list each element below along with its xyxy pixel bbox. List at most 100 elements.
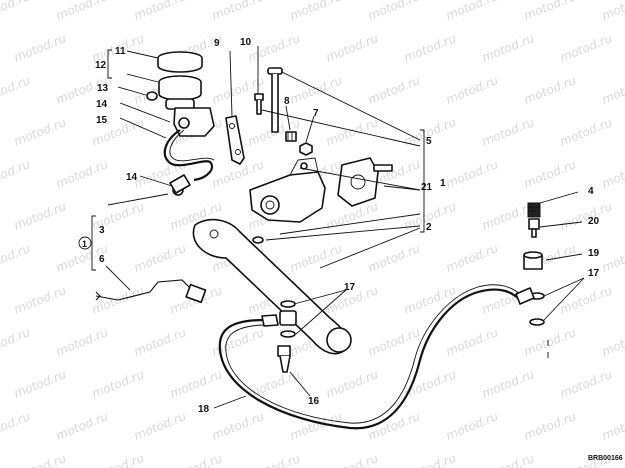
label-2: 2 [426, 222, 432, 233]
label-20: 20 [588, 216, 600, 227]
label-16: 16 [308, 396, 320, 407]
label-10: 10 [240, 37, 252, 48]
watermark-text: motod.ru [522, 409, 579, 443]
label-5: 5 [426, 136, 432, 147]
watermark-text: motod.ru [522, 73, 579, 107]
watermark-text: motod.ru [210, 409, 267, 443]
label-3: 3 [99, 225, 105, 236]
watermark-text: motod.ru [522, 157, 579, 191]
master-cylinder-body [169, 107, 215, 196]
watermark-text: motod.ru [0, 241, 33, 275]
hydraulic-hose [218, 284, 535, 430]
watermark-text: motod.ru [558, 199, 615, 233]
label-11: 11 [115, 46, 126, 57]
label-17-left: 17 [344, 282, 356, 293]
banjo-fitting-lower [279, 300, 297, 338]
label-8: 8 [284, 96, 290, 107]
label-4: 4 [588, 186, 594, 197]
watermark-text: motod.ru [288, 241, 345, 275]
watermark-text: motod.ru [402, 367, 459, 401]
watermark-text: motod.ru [324, 31, 381, 65]
watermark-text: motod.ru [522, 0, 579, 23]
reservoir-hose-inner [169, 129, 215, 162]
watermark-text: motod.ru [600, 0, 625, 23]
part-labels: 11 12 13 14 15 14 9 10 8 7 5 1 21 2 3 6 … [78, 37, 623, 462]
label-14: 14 [96, 99, 108, 110]
bracket [225, 115, 245, 165]
watermark-text: motod.ru [0, 409, 33, 443]
watermark-text: motod.ru [54, 325, 111, 359]
watermark-text: motod.ru [600, 409, 625, 443]
clutch-lever [192, 218, 352, 355]
watermark-text: motod.ru [288, 0, 345, 23]
watermark-text: motod.ru [324, 115, 381, 149]
screw [254, 93, 264, 115]
reservoir-hose [163, 129, 214, 182]
watermark-text: motod.ru [0, 0, 33, 23]
watermark-text: motod.ru [366, 0, 423, 23]
watermark-text: motod.ru [444, 73, 501, 107]
watermark-text: motod.ru [12, 451, 69, 468]
watermark-text: motod.ru [402, 283, 459, 317]
watermark-text: motod.ru [444, 409, 501, 443]
clutch-switch [95, 279, 207, 304]
bleeder-assembly [523, 202, 545, 326]
watermark-text: motod.ru [480, 115, 537, 149]
watermark-text: motod.ru [600, 241, 625, 275]
small-screw [285, 131, 297, 142]
watermark-text: motod.ru [558, 283, 615, 317]
watermark-text: motod.ru [54, 0, 111, 23]
label-circle-outline [78, 236, 92, 250]
label-13: 13 [97, 83, 109, 94]
watermark-text: motod.ru [288, 73, 345, 107]
label-14-lower: 14 [126, 172, 138, 183]
watermark-text: motod.ru [54, 409, 111, 443]
watermark-text: motod.ru [480, 367, 537, 401]
watermark-text: motod.ru [444, 241, 501, 275]
watermark-text: motod.ru [402, 31, 459, 65]
watermark-text: motod.ru [132, 241, 189, 275]
watermark-text: motod.ru [324, 367, 381, 401]
label-6: 6 [99, 254, 105, 265]
watermark-text: motod.ru [522, 325, 579, 359]
label-18: 18 [198, 404, 210, 415]
watermark-text: motod.ru [444, 325, 501, 359]
watermark-text: motod.ru [54, 157, 111, 191]
drawing-code: BRB00166 [588, 455, 623, 462]
watermark-text: motod.ru [444, 157, 501, 191]
watermark-text: motod.ru [480, 451, 537, 468]
watermark-text: motod.ru [168, 367, 225, 401]
watermark-text: motod.ru [0, 73, 33, 107]
pivot-bolt [267, 67, 283, 133]
clamp-half [337, 157, 393, 207]
watermark-text: motod.ru [558, 367, 615, 401]
label-9: 9 [214, 38, 220, 49]
watermark-text: motod.ru [558, 31, 615, 65]
banjo-bolt [277, 345, 291, 373]
leader-lines [91, 46, 585, 409]
label-12: 12 [95, 60, 107, 71]
label-17-right: 17 [588, 268, 600, 279]
watermark-text: motod.ru [246, 31, 303, 65]
watermark-text: motod.ru [0, 157, 33, 191]
reservoir-assembly [146, 51, 203, 110]
watermark-text: motod.ru [132, 0, 189, 23]
label-19: 19 [588, 248, 600, 259]
watermark-text: motod.ru [402, 451, 459, 468]
watermark-text: motod.ru [366, 325, 423, 359]
watermark-text: motod.ru [132, 325, 189, 359]
watermark-text: motod.ru [246, 451, 303, 468]
watermark-text: motod.ru [246, 367, 303, 401]
watermark-text: motod.ru [0, 325, 33, 359]
label-circled-1: 1 [82, 239, 87, 249]
watermark-text: motod.ru [600, 325, 625, 359]
nut [299, 142, 313, 156]
watermark-text: motod.ru [12, 199, 69, 233]
watermark-text: motod.ru [90, 451, 147, 468]
watermark-text: motod.ru [558, 115, 615, 149]
watermark-text: motod.ru [324, 451, 381, 468]
label-21: 21 [421, 182, 433, 193]
watermark-text: motod.ru [366, 73, 423, 107]
watermark-text: motod.ru [12, 115, 69, 149]
